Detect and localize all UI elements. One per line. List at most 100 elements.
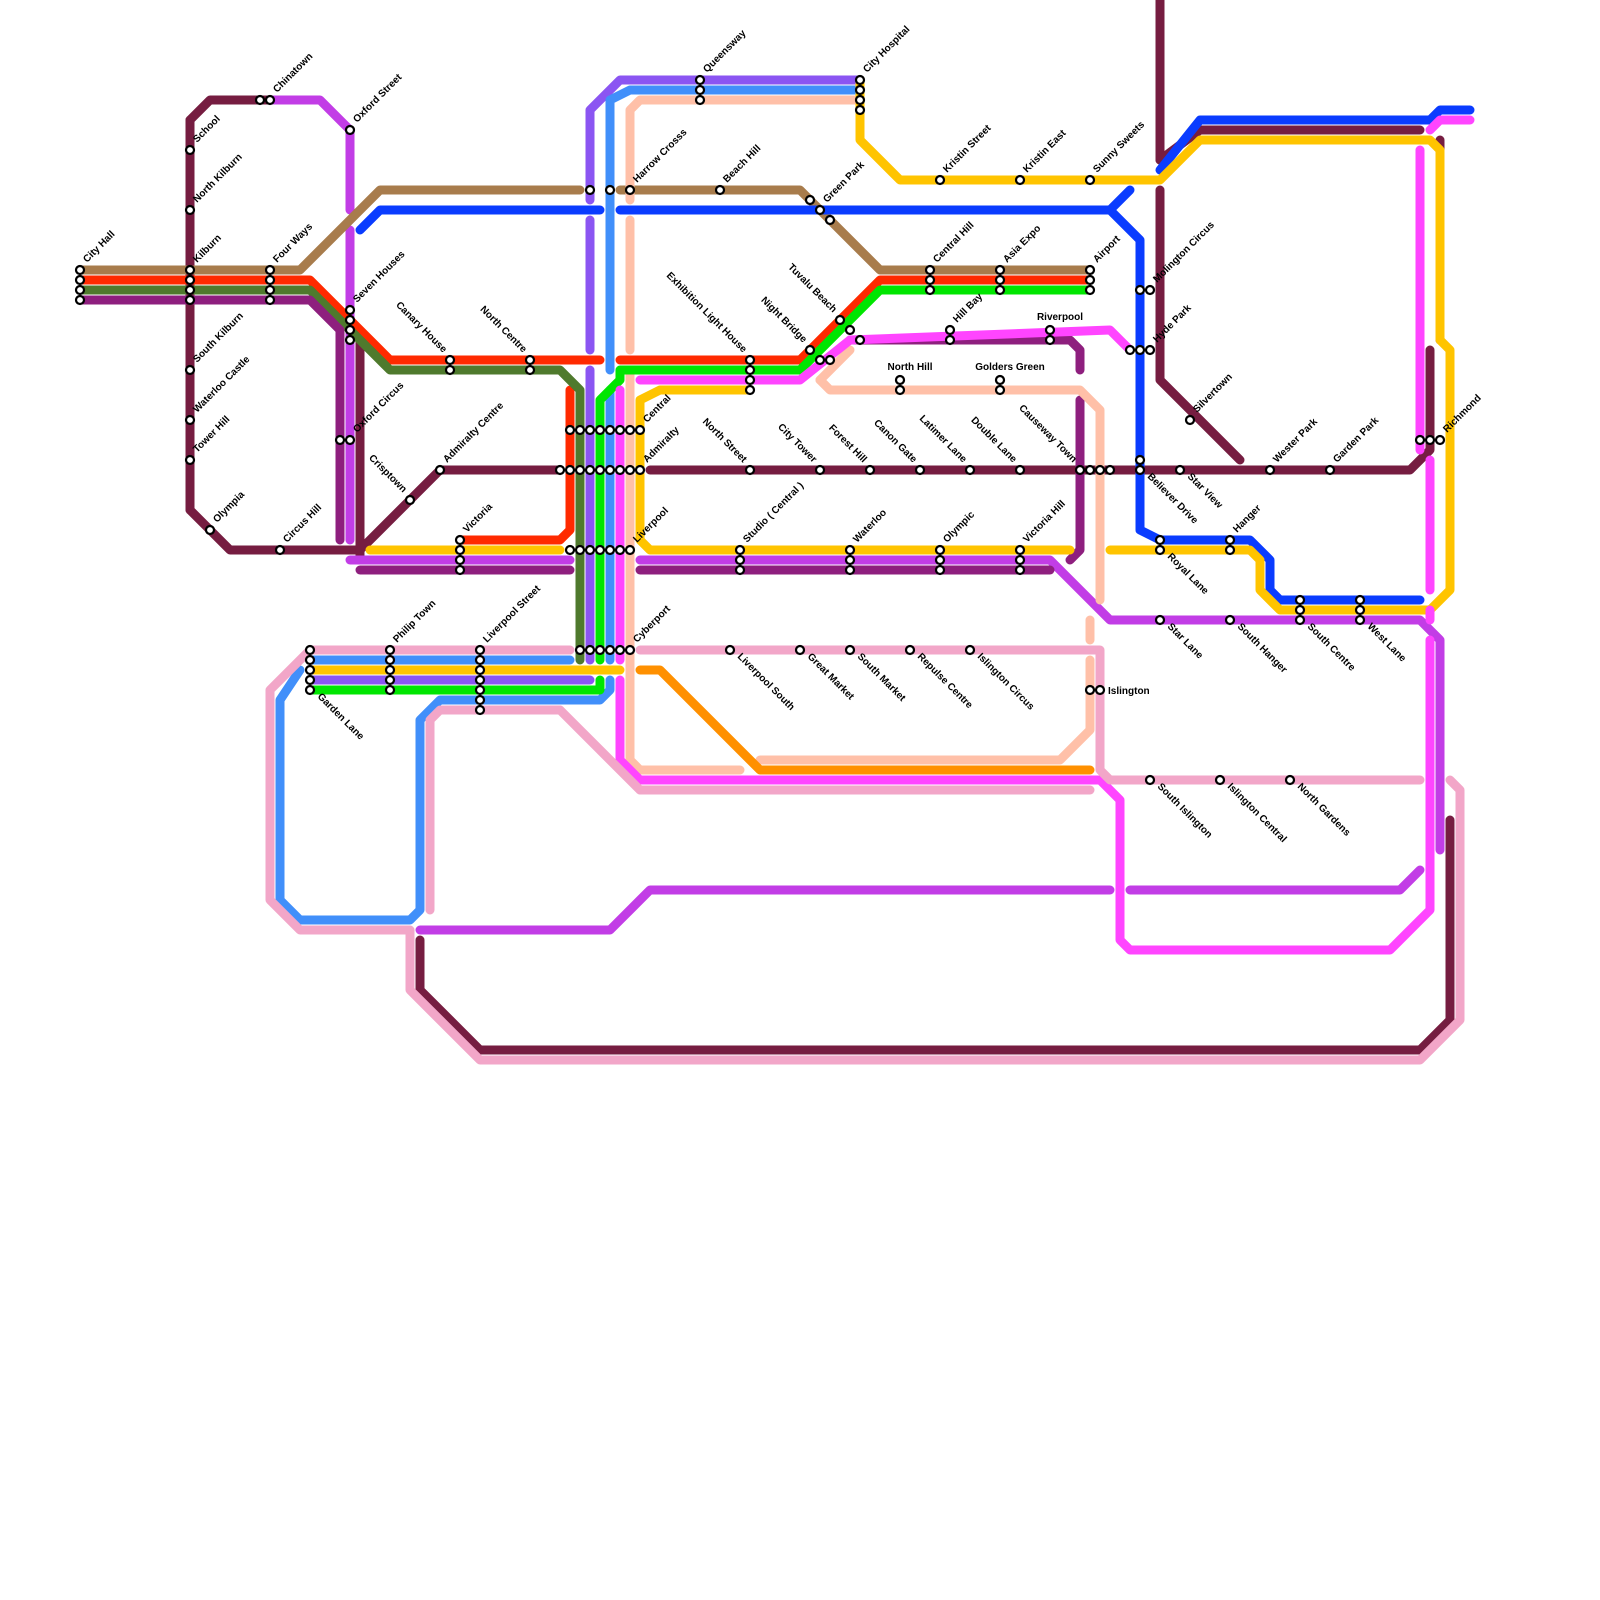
station-marker[interactable] [1086,686,1104,694]
line-plum[interactable] [1070,400,1080,560]
station-marker[interactable] [386,646,394,694]
line-blue[interactable] [360,210,600,230]
station-marker[interactable] [436,466,444,474]
station-label: Cyberport [631,603,673,645]
station-marker[interactable] [576,646,634,654]
station-marker[interactable] [966,466,974,474]
station-label: City Tower [775,422,818,465]
station-marker[interactable] [906,646,914,654]
station-label: Canon Gate [871,418,919,466]
station-marker[interactable] [1146,776,1154,784]
station-marker[interactable] [1016,546,1024,574]
station-label: Chinatown [271,51,315,95]
line-peach[interactable] [760,660,1090,760]
station-label: Hanger [1231,503,1263,535]
station-label: Star Lane [1165,621,1205,661]
station-marker[interactable] [1156,616,1164,624]
station-marker[interactable] [746,466,754,474]
station-marker[interactable] [186,206,194,214]
station-marker[interactable] [696,76,704,104]
line-orange[interactable] [640,670,1090,770]
station-marker[interactable] [996,266,1004,294]
station-marker[interactable] [186,456,194,464]
station-marker[interactable] [446,356,454,374]
station-marker[interactable] [1416,436,1444,444]
station-marker[interactable] [996,376,1004,394]
line-plum[interactable] [850,340,1080,370]
station-marker[interactable] [736,546,744,574]
line-purple[interactable] [1130,870,1420,890]
station-label: North Kilburn [191,152,244,205]
station-marker[interactable] [336,436,354,444]
station-marker[interactable] [936,176,944,184]
line-skyblue[interactable] [610,90,860,370]
station-marker[interactable] [276,546,284,554]
station-marker[interactable] [76,266,84,304]
station-marker[interactable] [1326,466,1334,474]
line-plum[interactable] [80,300,340,540]
station-label: South Hanger [1235,621,1289,675]
station-marker[interactable] [476,646,484,714]
station-marker[interactable] [566,546,634,554]
station-marker[interactable] [186,366,194,374]
station-marker[interactable] [1086,176,1094,184]
station-marker[interactable] [1016,466,1024,474]
station-marker[interactable] [926,266,934,294]
station-label: Victoria Hill [1021,498,1068,545]
station-marker[interactable] [866,466,874,474]
station-marker[interactable] [1156,536,1164,554]
station-marker[interactable] [1176,466,1184,474]
station-marker[interactable] [1286,776,1294,784]
line-blue[interactable] [1110,190,1130,210]
station-marker[interactable] [266,266,274,304]
station-marker[interactable] [726,646,734,654]
station-marker[interactable] [456,536,464,574]
station-marker[interactable] [896,376,904,394]
line-pink[interactable] [430,710,560,910]
station-marker[interactable] [1296,596,1304,624]
station-marker[interactable] [966,646,974,654]
station-marker[interactable] [186,416,194,424]
station-marker[interactable] [1266,466,1274,474]
station-marker[interactable] [526,356,534,374]
station-marker[interactable] [936,546,944,574]
station-marker[interactable] [566,426,644,434]
station-label: Oxford Street [351,72,404,125]
station-marker[interactable] [1016,176,1024,184]
station-label: North Hill [888,362,933,373]
station-marker[interactable] [1226,536,1234,554]
station-label: Queensway [701,28,748,75]
station-marker[interactable] [846,546,854,574]
station-label: Studio ( Central ) [741,480,806,545]
line-magenta[interactable] [1430,120,1470,130]
station-marker[interactable] [186,146,194,154]
line-purple[interactable] [270,100,350,210]
station-marker[interactable] [206,526,214,534]
station-marker[interactable] [746,356,754,394]
station-marker[interactable] [1126,346,1154,354]
station-marker[interactable] [406,496,414,504]
line-olive[interactable] [80,290,580,660]
station-marker[interactable] [1226,616,1234,624]
station-label: Garden Park [1331,415,1381,465]
station-marker[interactable] [1086,266,1094,294]
station-marker[interactable] [586,186,634,194]
station-marker[interactable] [1216,776,1224,784]
station-marker[interactable] [306,646,314,694]
station-label: Olympic [941,509,977,545]
line-brown[interactable] [620,190,1090,270]
station-label: City Hall [81,229,117,265]
station-marker[interactable] [816,466,824,474]
line-maroon[interactable] [420,820,1450,1050]
station-marker[interactable] [556,466,644,474]
station-marker[interactable] [346,126,354,134]
station-marker[interactable] [716,186,724,194]
station-marker[interactable] [846,646,854,654]
line-purple[interactable] [420,890,1110,930]
station-marker[interactable] [1356,596,1364,624]
station-marker[interactable] [1186,416,1194,424]
station-marker[interactable] [796,646,804,654]
line-brown[interactable] [80,190,580,270]
station-marker[interactable] [1136,286,1154,294]
station-marker[interactable] [916,466,924,474]
